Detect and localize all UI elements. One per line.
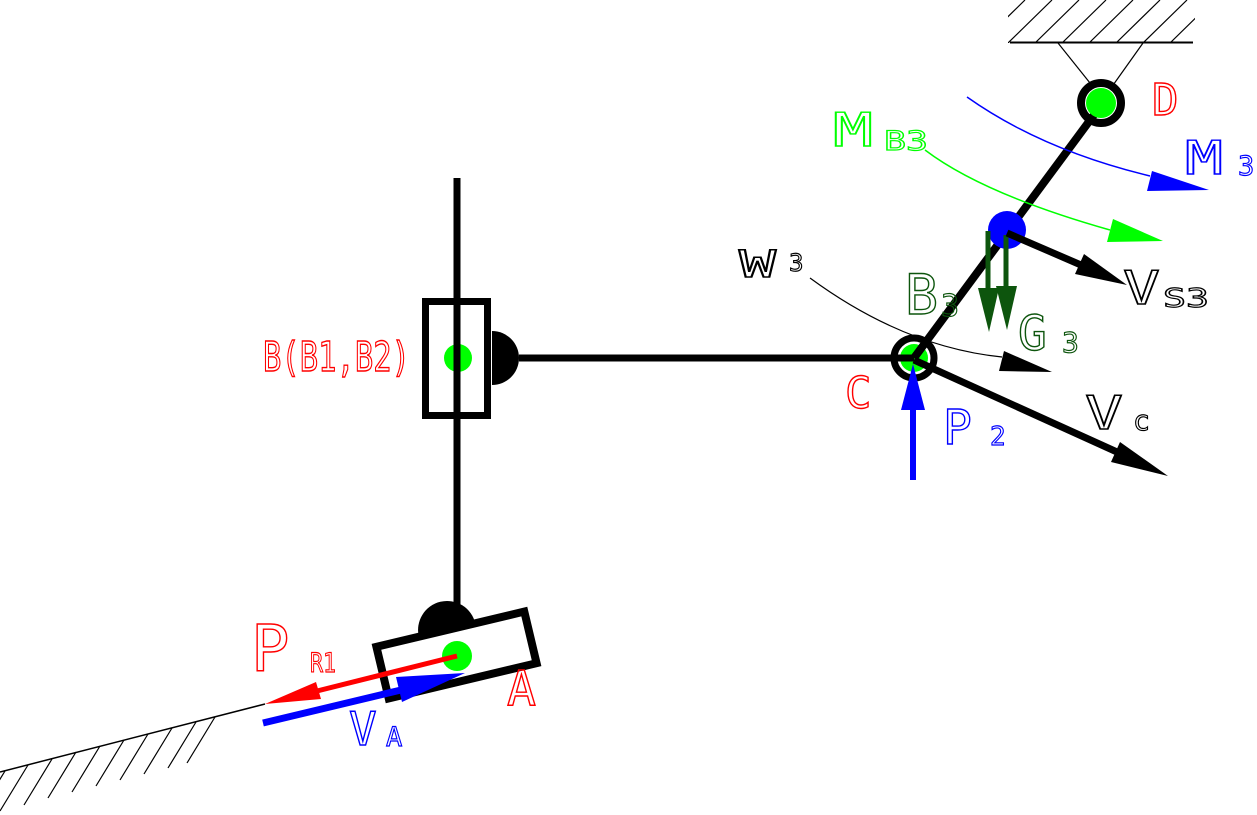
- velocity-arrow-vs3: [1005, 229, 1127, 285]
- label-pr1-sub: R1: [310, 648, 336, 679]
- label-g3-main: G: [1018, 306, 1047, 362]
- pin-joint-b: [492, 331, 519, 385]
- pin-support-right-line: [1110, 42, 1144, 89]
- vc-arrowhead: [1111, 442, 1168, 476]
- joint-d-center: [1086, 88, 1116, 118]
- force-arrow-p2: [901, 364, 925, 480]
- label-mb3-main: M: [833, 103, 873, 157]
- hatch-line: [0, 764, 29, 812]
- label-velocity-vs3: V S3: [1122, 260, 1209, 315]
- hatch-line: [1008, 0, 1026, 18]
- ground-hatching-bottom: [0, 716, 216, 812]
- hatch-line: [1061, 0, 1107, 43]
- hatch-line: [1088, 0, 1134, 43]
- label-moment-mb3: M B3: [832, 102, 928, 157]
- label-g3-sub: 3: [1062, 326, 1079, 359]
- label-p2-sub: 2: [990, 422, 1006, 452]
- hatch-line: [1142, 0, 1188, 43]
- hatch-line: [186, 716, 216, 764]
- hatch-line: [1115, 0, 1161, 43]
- angular-velocity-arrowhead-w3: [999, 351, 1052, 372]
- vc-shaft: [912, 356, 1119, 456]
- hatch-line: [119, 733, 149, 781]
- joint-d-ring: [1077, 79, 1125, 127]
- label-m3-sub: 3: [1238, 151, 1254, 182]
- label-va-sub: A: [386, 722, 402, 753]
- label-c: C: [844, 367, 872, 419]
- label-link-b3: B 3: [904, 262, 959, 327]
- moment-arc-mb3: [924, 149, 1111, 231]
- label-p2-main: P: [943, 400, 972, 456]
- label-b3-sub: 3: [941, 289, 959, 324]
- incline-guide-line: [0, 703, 266, 773]
- label-mb3-sub: B3: [884, 126, 928, 157]
- label-va-main: V: [349, 702, 377, 756]
- label-vc-main: V: [1085, 386, 1123, 440]
- hatch-line: [23, 758, 53, 806]
- label-velocity-vc: V c: [1084, 385, 1150, 440]
- label-pr1-main: P: [251, 613, 290, 687]
- velocity-arrow-va: [262, 673, 465, 727]
- label-b3-main: B: [905, 263, 938, 327]
- hatch-line: [71, 745, 101, 793]
- label-b-text: B(B1,B2): [263, 333, 410, 381]
- g3-arrowhead-left: [978, 288, 999, 332]
- pr1-shaft: [316, 653, 458, 694]
- label-vs3-sub: S3: [1163, 284, 1209, 314]
- label-d-text: D: [1152, 75, 1179, 126]
- label-force-pr1: P R1: [250, 612, 336, 687]
- label-force-p2: P 2: [942, 399, 1006, 456]
- g3-arrowhead-right: [996, 286, 1017, 330]
- va-shaft: [262, 686, 402, 727]
- hatch-line: [167, 721, 197, 769]
- ground-hatching-top: [1008, 0, 1241, 43]
- label-d: D: [1151, 74, 1179, 126]
- pin-joint-a: [418, 601, 476, 637]
- force-arrow-pr1: [265, 653, 458, 704]
- label-vs3-main: V: [1123, 261, 1160, 315]
- moment-arrowhead-m3: [1147, 171, 1209, 191]
- velocity-arrow-vc: [912, 356, 1168, 476]
- angular-velocity-arc-w3: [809, 277, 1003, 358]
- vs3-shaft: [1005, 229, 1083, 269]
- hatch-line: [1169, 17, 1195, 43]
- ground-incline-bottom-left: [0, 703, 266, 812]
- hatch-line: [1008, 0, 1053, 43]
- hatch-line: [0, 770, 6, 781]
- weight-force-arrow-g3: [978, 231, 1017, 332]
- pr1-arrowhead: [265, 682, 321, 704]
- label-vc-sub: c: [1133, 404, 1150, 437]
- label-c-text: C: [845, 368, 872, 419]
- label-b: B(B1,B2): [262, 332, 410, 381]
- moment-arc-m3: [966, 96, 1151, 177]
- moment-arrowhead-mb3: [1107, 219, 1163, 242]
- label-w3-main: W: [739, 243, 777, 286]
- ground-anchor-top-right: [1008, 0, 1241, 89]
- hatch-line: [47, 751, 77, 799]
- label-moment-m3: M 3: [1184, 130, 1255, 185]
- vs3-arrowhead: [1075, 254, 1127, 285]
- hatch-line: [1034, 0, 1080, 43]
- hatch-line: [1197, 0, 1241, 43]
- label-angular-velocity-w3: W 3: [738, 242, 804, 286]
- label-weight-g3: G 3: [1017, 305, 1079, 362]
- label-velocity-va: V A: [348, 701, 403, 756]
- label-m3-main: M: [1185, 131, 1223, 185]
- pin-support-left-line: [1057, 42, 1095, 89]
- hatch-line: [143, 727, 173, 775]
- va-arrowhead: [396, 673, 465, 702]
- hatch-line: [95, 739, 125, 787]
- label-w3-sub: 3: [789, 249, 803, 277]
- label-a-text: A: [507, 661, 536, 717]
- p2-arrowhead: [901, 364, 925, 410]
- label-a: A: [506, 660, 536, 717]
